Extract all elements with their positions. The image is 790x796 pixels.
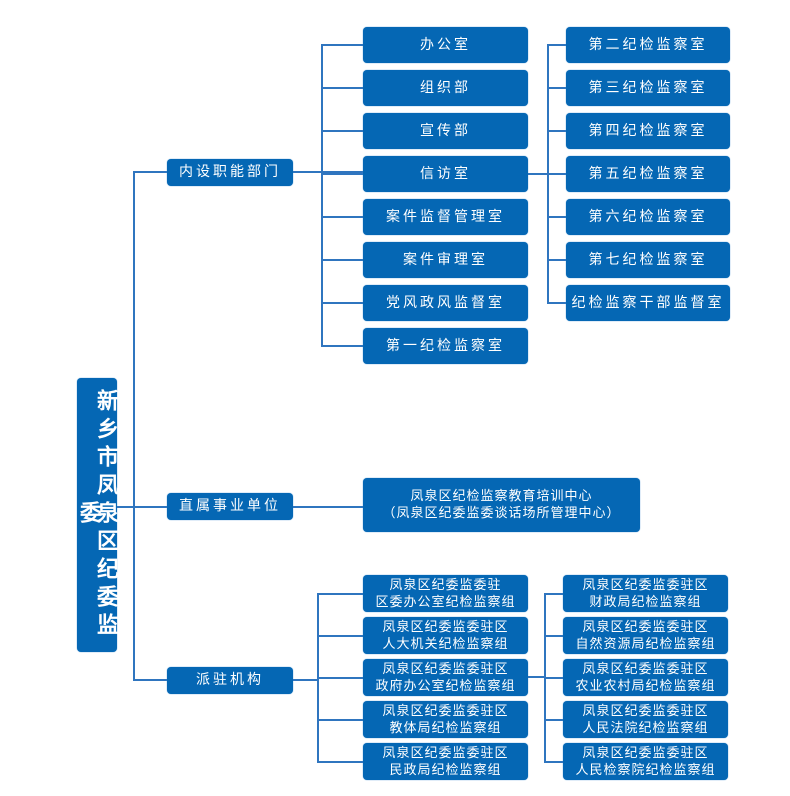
branch-dispatched: 派驻机构 — [167, 667, 293, 694]
org-node: 案件审理室 — [363, 242, 528, 278]
org-node: 凤泉区纪委监委驻区人民检察院纪检监察组 — [563, 743, 728, 780]
connector — [544, 634, 563, 637]
node-line1: 凤泉区纪委监委驻区 — [582, 577, 709, 593]
connector — [547, 130, 566, 132]
org-node: 凤泉区纪委监委驻区人大机关纪检监察组 — [363, 617, 528, 654]
org-node: 党风政风监督室 — [363, 285, 528, 321]
org-node: 第二纪检监察室 — [566, 27, 730, 63]
org-node: 凤泉区纪委监委驻区人民法院纪检监察组 — [563, 701, 728, 738]
org-node: 第五纪检监察室 — [566, 156, 730, 192]
node-line1: 凤泉区纪委监委驻区 — [382, 745, 509, 761]
org-node: 凤泉区纪委监委驻区自然资源局纪检监察组 — [563, 617, 728, 654]
node-line1: 凤泉区纪委监委驻区 — [582, 619, 709, 635]
connector — [317, 592, 319, 763]
node-line2: 政府办公室纪检监察组 — [375, 678, 516, 694]
connector — [544, 676, 563, 679]
org-node: 第三纪检监察室 — [566, 70, 730, 106]
node-line2: 民政局纪检监察组 — [389, 762, 502, 778]
org-node: 纪检监察干部监督室 — [566, 285, 730, 321]
node-line1: 凤泉区纪委监委驻区 — [382, 661, 509, 677]
connector — [117, 506, 167, 508]
connector — [293, 679, 318, 681]
connector — [321, 302, 363, 304]
org-node: 宣传部 — [363, 113, 528, 149]
connector — [321, 345, 363, 347]
org-node: 凤泉区纪委监委驻区委办公室纪检监察组 — [363, 575, 528, 612]
connector — [321, 87, 363, 89]
org-node: 第六纪检监察室 — [566, 199, 730, 235]
connector — [547, 44, 549, 304]
node-line2: 教体局纪检监察组 — [389, 720, 502, 736]
node-line1: 凤泉区纪委监委驻 — [389, 577, 502, 593]
connector — [321, 259, 363, 261]
connector — [317, 634, 363, 637]
node-line1: 凤泉区纪委监委驻区 — [582, 661, 709, 677]
branch-internal: 内设职能部门 — [167, 159, 293, 186]
node-line1: 凤泉区纪委监委驻区 — [382, 619, 509, 635]
org-node: 组织部 — [363, 70, 528, 106]
connector — [544, 592, 546, 763]
node-line2: 区委办公室纪检监察组 — [375, 594, 516, 610]
direct-unit-line2: （凤泉区纪委监委谈话场所管理中心） — [382, 506, 621, 521]
org-node: 凤泉区纪委监委驻区政府办公室纪检监察组 — [363, 659, 528, 696]
node-line1: 凤泉区纪委监委驻区 — [582, 703, 709, 719]
connector — [547, 44, 566, 46]
connector — [321, 216, 363, 218]
connector — [544, 592, 563, 595]
connector — [544, 718, 563, 721]
node-line2: 人民检察院纪检监察组 — [575, 762, 716, 778]
connector — [321, 44, 363, 46]
org-node: 凤泉区纪委监委驻区农业农村局纪检监察组 — [563, 659, 728, 696]
node-line2: 人大机关纪检监察组 — [382, 636, 509, 652]
direct-unit-line1: 凤泉区纪检监察教育培训中心 — [410, 489, 593, 504]
connector — [547, 259, 566, 261]
connector — [317, 760, 363, 763]
connector — [133, 171, 135, 681]
connector — [133, 171, 167, 173]
connector — [321, 44, 323, 347]
node-line2: 人民法院纪检监察组 — [582, 720, 709, 736]
connector — [321, 173, 363, 175]
connector — [528, 173, 548, 175]
connector — [317, 592, 363, 595]
org-node: 第四纪检监察室 — [566, 113, 730, 149]
node-line2: 财政局纪检监察组 — [589, 594, 702, 610]
node-line1: 凤泉区纪委监委驻区 — [382, 703, 509, 719]
direct-unit-node: 凤泉区纪检监察教育培训中心 （凤泉区纪委监委谈话场所管理中心） — [363, 478, 640, 532]
connector — [317, 718, 363, 721]
connector — [547, 216, 566, 218]
node-line2: 农业农村局纪检监察组 — [575, 678, 716, 694]
connector — [544, 760, 563, 763]
connector — [547, 173, 566, 175]
org-node: 第七纪检监察室 — [566, 242, 730, 278]
connector — [528, 676, 545, 678]
node-line2: 自然资源局纪检监察组 — [575, 636, 716, 652]
connector — [133, 679, 167, 681]
org-node: 办公室 — [363, 27, 528, 63]
connector — [547, 302, 566, 304]
connector — [321, 130, 363, 132]
org-node: 凤泉区纪委监委驻区教体局纪检监察组 — [363, 701, 528, 738]
org-node: 第一纪检监察室 — [363, 328, 528, 364]
org-node: 信访室 — [363, 156, 528, 192]
branch-direct: 直属事业单位 — [167, 493, 293, 520]
connector — [547, 87, 566, 89]
org-node: 凤泉区纪委监委驻区财政局纪检监察组 — [563, 575, 728, 612]
connector — [293, 171, 363, 173]
root-node: 新乡市凤泉区纪委监委 — [76, 378, 119, 652]
node-line1: 凤泉区纪委监委驻区 — [582, 745, 709, 761]
connector — [293, 506, 363, 508]
org-node: 案件监督管理室 — [363, 199, 528, 235]
org-node: 凤泉区纪委监委驻区民政局纪检监察组 — [363, 743, 528, 780]
connector — [317, 676, 363, 679]
